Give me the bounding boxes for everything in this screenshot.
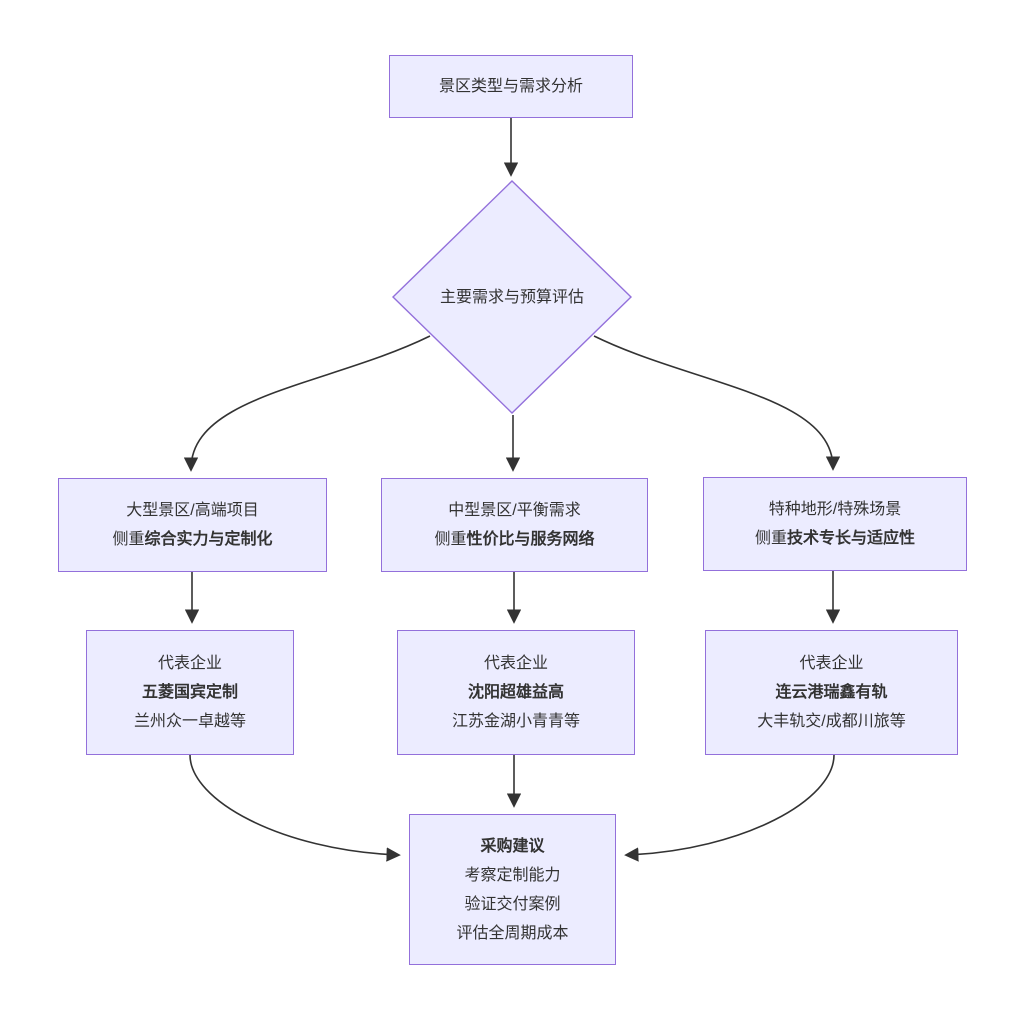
recommendation-heading: 采购建议 bbox=[480, 837, 545, 855]
recommendation-item: 验证交付案例 bbox=[464, 895, 561, 913]
rep-medium-node: 代表企业 沈阳超雄益高 江苏金湖小青青等 bbox=[397, 630, 635, 755]
recommendation-node: 采购建议 考察定制能力 验证交付案例 评估全周期成本 bbox=[409, 814, 616, 965]
branch-special-focus-prefix: 侧重 bbox=[754, 530, 787, 547]
branch-medium-node: 中型景区/平衡需求 侧重性价比与服务网络 bbox=[381, 478, 648, 572]
rep-large-primary: 五菱国宾定制 bbox=[141, 684, 238, 701]
rep-special-secondary: 大丰轨交/成都川旅等 bbox=[757, 713, 906, 730]
edge-decision-to-branch-large bbox=[183, 335, 431, 472]
branch-medium-focus-bold: 性价比与服务网络 bbox=[466, 531, 595, 548]
branch-special-node: 特种地形/特殊场景 侧重技术专长与适应性 bbox=[703, 477, 967, 571]
recommendation-item: 考察定制能力 bbox=[464, 866, 561, 884]
branch-medium-category: 中型景区/平衡需求 bbox=[448, 502, 581, 519]
rep-special-node: 代表企业 连云港瑞鑫有轨 大丰轨交/成都川旅等 bbox=[705, 630, 958, 755]
edge-decision-to-branch-special bbox=[593, 335, 841, 471]
branch-medium-focus-prefix: 侧重 bbox=[434, 531, 467, 548]
rep-large-heading: 代表企业 bbox=[157, 655, 222, 672]
start-node: 景区类型与需求分析 bbox=[389, 55, 633, 118]
branch-special-focus-bold: 技术专长与适应性 bbox=[787, 530, 916, 547]
rep-large-secondary: 兰州众一卓越等 bbox=[133, 713, 246, 730]
recommendation-item: 评估全周期成本 bbox=[456, 924, 569, 942]
rep-medium-secondary: 江苏金湖小青青等 bbox=[451, 713, 580, 730]
decision-node-label: 主要需求与预算评估 bbox=[439, 288, 584, 306]
start-node-label: 景区类型与需求分析 bbox=[438, 78, 583, 95]
rep-large-node: 代表企业 五菱国宾定制 兰州众一卓越等 bbox=[86, 630, 294, 755]
branch-special-category: 特种地形/特殊场景 bbox=[768, 501, 902, 518]
rep-medium-primary: 沈阳超雄益高 bbox=[467, 684, 564, 701]
rep-special-heading: 代表企业 bbox=[799, 655, 864, 672]
rep-medium-heading: 代表企业 bbox=[483, 655, 548, 672]
decision-node: 主要需求与预算评估 bbox=[393, 181, 631, 413]
branch-large-focus-bold: 综合实力与定制化 bbox=[144, 531, 273, 548]
branch-medium-focus: 侧重性价比与服务网络 bbox=[434, 525, 594, 554]
branch-large-category: 大型景区/高端项目 bbox=[126, 502, 259, 519]
edge-rep-special-to-recommendation bbox=[624, 754, 835, 862]
branch-large-node: 大型景区/高端项目 侧重综合实力与定制化 bbox=[58, 478, 327, 572]
branch-large-focus-prefix: 侧重 bbox=[112, 531, 145, 548]
edge-rep-large-to-recommendation bbox=[189, 754, 401, 862]
branch-large-focus: 侧重综合实力与定制化 bbox=[112, 525, 272, 554]
rep-special-primary: 连云港瑞鑫有轨 bbox=[775, 684, 888, 701]
branch-special-focus: 侧重技术专长与适应性 bbox=[755, 524, 915, 553]
decision-diamond-shape bbox=[391, 180, 633, 414]
